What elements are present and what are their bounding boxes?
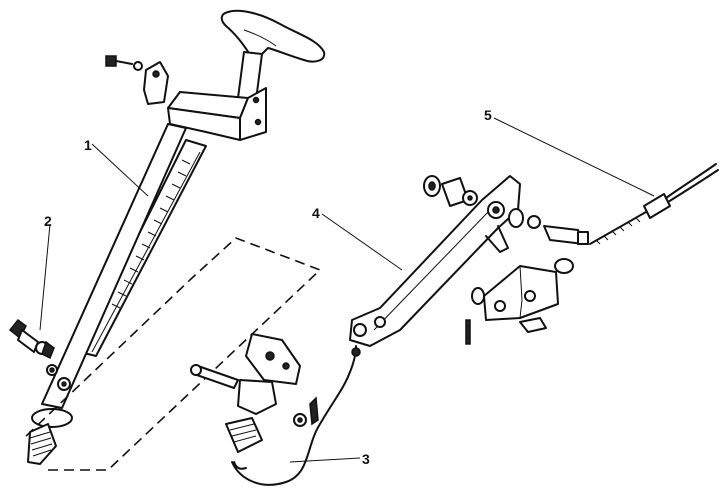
- bracket-bolt-icon: [105, 55, 143, 71]
- adjuster-nut: [554, 258, 574, 274]
- ratchet-teeth: [111, 159, 191, 309]
- leader-1: [91, 143, 149, 197]
- cotter-pin: [465, 319, 471, 345]
- bracket-nut-plate: [143, 61, 169, 105]
- t-handle-icon: [220, 9, 326, 63]
- leader-2: [39, 223, 51, 331]
- adjuster-rod: [589, 211, 647, 245]
- callout-leaders: [39, 117, 655, 463]
- clevis-bracket: [465, 258, 574, 345]
- leader-3: [289, 457, 361, 463]
- callout-1: 1: [84, 137, 92, 153]
- leader-4: [321, 213, 403, 271]
- assembly-guide-line: [23, 237, 322, 471]
- brake-cable-icon: [665, 163, 717, 199]
- intermediate-lever-icon: [349, 175, 589, 347]
- cable-end-fitting: [643, 193, 671, 219]
- callout-4: 4: [312, 205, 320, 221]
- brake-cable-assembly: [589, 163, 719, 245]
- lever-tube: [41, 123, 187, 409]
- callout-2: 2: [44, 213, 52, 229]
- warning-switch-icon: [190, 333, 319, 453]
- warning-switch-bolt: [8, 318, 58, 376]
- hand-brake-lever-assembly: [27, 9, 326, 465]
- clevis-pin: [519, 317, 547, 333]
- callout-5: 5: [484, 107, 492, 123]
- leader-5: [493, 117, 655, 197]
- callout-3: 3: [362, 451, 370, 467]
- handbrake-cable-icon: [231, 345, 357, 486]
- lever-collar: [31, 408, 73, 428]
- threaded-end: [27, 423, 57, 465]
